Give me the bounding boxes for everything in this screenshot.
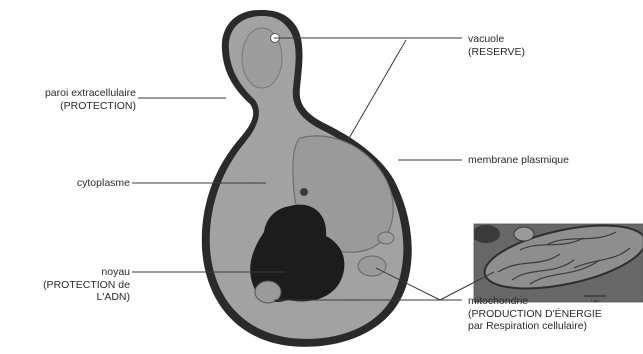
label-vacuole-line2: (RESERVE) xyxy=(468,46,525,59)
label-paroi-line2: (PROTECTION) xyxy=(8,100,136,113)
organelle xyxy=(300,188,308,196)
label-noyau-line2: (PROTECTION de xyxy=(10,279,130,292)
label-mitochondrie: mitochondrie (PRODUCTION D'ÉNERGIE par R… xyxy=(468,295,602,333)
label-cytoplasme: cytoplasme xyxy=(20,177,130,190)
micrograph-organelle xyxy=(472,225,500,243)
label-paroi-extracellulaire: paroi extracellulaire (PROTECTION) xyxy=(8,87,136,112)
label-mitochondrie-line3: par Respiration cellulaire) xyxy=(468,320,602,333)
label-membrane-plasmique: membrane plasmique xyxy=(468,154,569,167)
label-mitochondrie-line1: mitochondrie xyxy=(468,295,602,308)
label-vacuole: vacuole (RESERVE) xyxy=(468,33,525,58)
label-noyau-line3: L'ADN) xyxy=(10,291,130,304)
yeast-cell xyxy=(202,10,412,347)
label-cytoplasme-line1: cytoplasme xyxy=(20,177,130,190)
label-vacuole-line1: vacuole xyxy=(468,33,525,46)
micrograph-organelle xyxy=(514,227,534,241)
label-paroi-line1: paroi extracellulaire xyxy=(8,87,136,100)
label-membrane-line1: membrane plasmique xyxy=(468,154,569,167)
organelle xyxy=(378,232,394,244)
label-noyau-line1: noyau xyxy=(10,266,130,279)
label-noyau: noyau (PROTECTION de L'ADN) xyxy=(10,266,130,304)
mitochondrion-micrograph-inset xyxy=(472,214,643,302)
label-mitochondrie-line2: (PRODUCTION D'ÉNERGIE xyxy=(468,308,602,321)
mitochondrion xyxy=(358,256,386,276)
